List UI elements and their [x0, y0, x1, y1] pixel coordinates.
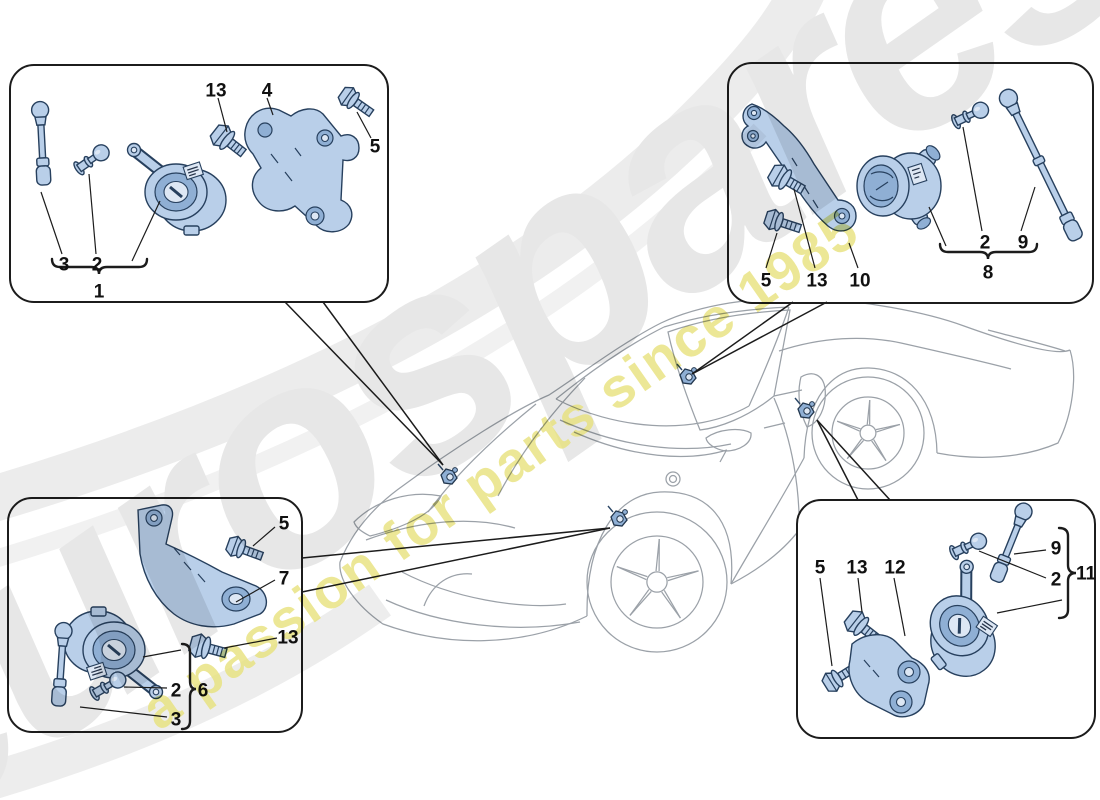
- part-number-label: 2: [171, 681, 182, 702]
- callout-tail-line: [301, 527, 611, 593]
- callout-tail-line: [816, 419, 859, 501]
- part-number-label: 13: [277, 628, 298, 649]
- car-sensor-markers: [437, 363, 816, 527]
- car-windshield: [555, 326, 665, 400]
- part-number-label: 5: [370, 137, 381, 158]
- leader-line: [978, 550, 1047, 579]
- car-sensor-marker: [794, 397, 816, 419]
- leader-line: [848, 242, 859, 269]
- part-number-label: 3: [59, 255, 70, 276]
- group-bracket: [1057, 526, 1077, 620]
- part-number-label: 13: [846, 558, 867, 579]
- leader-line: [962, 126, 983, 232]
- leader-line: [928, 206, 947, 247]
- callout-panel-front-right-sensor-assembly: 5 13 10 2 9 8: [691, 62, 1094, 375]
- callout-tail-line: [816, 419, 891, 501]
- part-number-label: 5: [279, 514, 290, 535]
- part-number-label: 2: [980, 233, 991, 254]
- part-number-label: 7: [279, 569, 290, 590]
- part-number-label: 5: [815, 558, 826, 579]
- part-number-label: 1: [94, 282, 105, 303]
- callout-panel-rear-right-sensor-assembly: 5 13 12 9 2 11: [796, 419, 1097, 739]
- part-number-label: 4: [262, 81, 273, 102]
- part-number-label: 12: [884, 558, 905, 579]
- callout-panel-front-left-sensor-assembly: 13 4 5 3 2 1: [9, 64, 444, 466]
- part-number-label: 5: [761, 271, 772, 292]
- leader-line: [893, 577, 906, 637]
- part-number-label: 10: [849, 271, 870, 292]
- part-number-label: 9: [1018, 233, 1029, 254]
- car-sensor-marker: [437, 463, 459, 485]
- leader-line: [1020, 186, 1036, 232]
- callout-tail-line: [284, 301, 444, 466]
- group-bracket: [938, 242, 1039, 260]
- part-number-label: 2: [1051, 570, 1062, 591]
- part-number-label: 3: [171, 710, 182, 731]
- car-quarter-intake: [798, 373, 826, 428]
- part-number-label: 6: [198, 681, 209, 702]
- part-number-label: 2: [92, 255, 103, 276]
- leader-line: [996, 599, 1063, 614]
- car-sensor-marker: [607, 505, 629, 527]
- part-number-label: 13: [806, 271, 827, 292]
- leader-line: [1013, 549, 1047, 555]
- car-side-mirror: [705, 428, 752, 452]
- callout-tail-line: [322, 301, 444, 466]
- part-number-label: 11: [1076, 564, 1097, 585]
- part-number-label: 13: [205, 81, 226, 102]
- part-number-label: 9: [1051, 539, 1062, 560]
- leader-line: [819, 577, 833, 667]
- part-number-label: 8: [983, 263, 994, 284]
- leader-line: [857, 577, 863, 613]
- callout-tail-line: [301, 527, 611, 559]
